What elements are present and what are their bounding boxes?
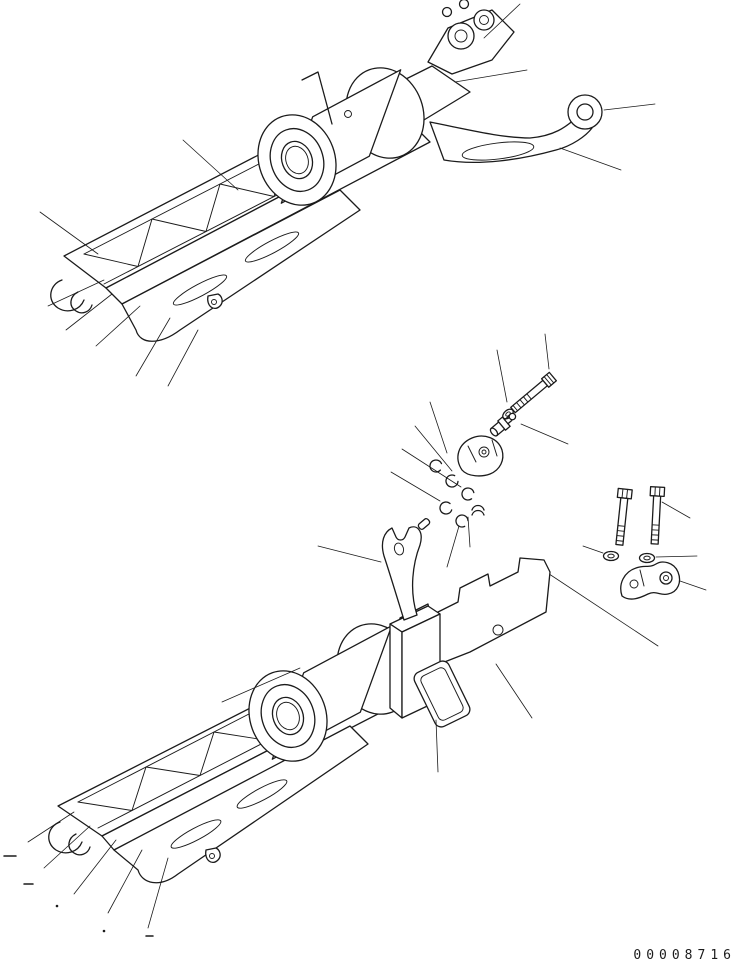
clamp-part: [620, 561, 681, 600]
leader-lines-hardware: [390, 333, 707, 647]
clevis-yoke: [381, 526, 422, 621]
fastener-group-right: [602, 486, 681, 600]
clamp-fork-part: [457, 435, 504, 477]
arm-boss: [567, 94, 603, 130]
roller-guard: [121, 189, 361, 342]
grease-fitting-part: [489, 412, 517, 437]
cylinder-bore: [276, 701, 300, 731]
bolt-part: [615, 487, 633, 546]
washer-part: [602, 550, 620, 562]
print-marks: [3, 855, 154, 937]
bottom-assembly-drawing: [48, 526, 551, 884]
cylinder-bore: [285, 145, 309, 175]
bolt-part: [649, 486, 666, 545]
washer-part: [638, 552, 656, 564]
part-number: 00008716: [633, 948, 736, 963]
roller-guard: [113, 725, 369, 884]
pin-part: [417, 518, 431, 530]
yoke-arm: [429, 94, 603, 164]
leader-lines-bottom: [27, 545, 533, 929]
leader-lines-top: [39, 3, 656, 387]
retainer-clips: [417, 459, 485, 530]
mounting-bracket: [427, 0, 515, 75]
wear-plate: [413, 660, 471, 728]
hardware-parts-group: [417, 371, 681, 600]
top-assembly-drawing: [50, 0, 603, 342]
bolt-part: [510, 371, 558, 414]
pivot-cylinder: [257, 67, 425, 206]
